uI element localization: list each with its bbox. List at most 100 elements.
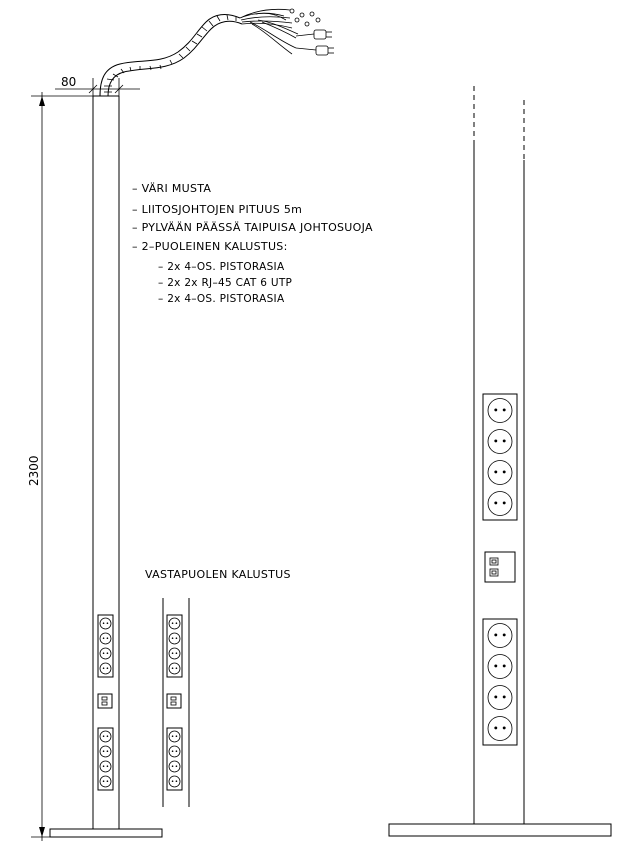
left-socket-block-lower [97,727,114,791]
socket-pin [102,750,105,753]
socket-icon [168,632,181,645]
socket-pin [502,501,506,505]
opposite-side-pole [162,598,190,807]
right-base-plate [388,823,612,837]
cable-ends [289,8,334,56]
socket-pin [106,780,109,783]
note-two-sided: – 2–PUOLEINEN KALUSTUS: [132,240,288,253]
socket-pin [171,750,174,753]
socket-pin [171,765,174,768]
socket-pin [106,637,109,640]
socket-pin [502,633,506,637]
socket-icon [168,662,181,675]
socket-pin [502,726,506,730]
socket-icon [168,775,181,788]
note-cable-length: – LIITOSJOHTOJEN PITUUS 5m [132,203,302,216]
socket-pin [175,652,178,655]
width-dimension-label: 80 [61,75,76,89]
left-base-plate [49,828,163,838]
flexible-cable-protector [99,8,299,97]
socket-pin [494,664,498,668]
socket-icon [168,745,181,758]
socket-pin [502,408,506,412]
socket-pin [171,622,174,625]
socket-pin [102,667,105,670]
socket-pin [494,633,498,637]
right-socket-block-lower [482,618,518,746]
note-color: – VÄRI MUSTA [132,182,211,195]
sub-note-sockets-1: – 2x 4–OS. PISTORASIA [158,261,285,273]
socket-pin [102,735,105,738]
socket-pin [102,765,105,768]
socket-icon [487,398,513,423]
socket-icon [487,685,513,710]
socket-pin [102,637,105,640]
socket-pin [494,439,498,443]
socket-icon [99,775,112,788]
opposite-socket-block-upper [166,614,183,678]
socket-pin [494,501,498,505]
socket-icon [99,647,112,660]
sub-note-rj45: – 2x 2x RJ–45 CAT 6 UTP [158,277,292,289]
socket-pin [171,652,174,655]
socket-pin [171,735,174,738]
socket-pin [175,637,178,640]
socket-pin [494,408,498,412]
left-pole [92,95,120,829]
height-dimension: 2300 [27,92,93,841]
left-socket-block-upper [97,614,114,678]
socket-icon [487,654,513,679]
spec-notes: – VÄRI MUSTA – LIITOSJOHTOJEN PITUUS 5m … [132,182,373,305]
socket-pin [494,470,498,474]
socket-pin [102,780,105,783]
socket-icon [168,760,181,773]
socket-icon [99,745,112,758]
socket-pin [175,667,178,670]
socket-pin [502,470,506,474]
sub-note-sockets-2: – 2x 4–OS. PISTORASIA [158,293,285,305]
socket-pin [106,652,109,655]
socket-pin [175,765,178,768]
plug-icon [295,45,334,56]
socket-icon [487,491,513,516]
socket-icon [487,716,513,741]
opposite-side-label: VASTAPUOLEN KALUSTUS [145,568,291,581]
note-cable-protector: – PYLVÄÄN PÄÄSSÄ TAIPUISA JOHTOSUOJA [132,221,373,234]
socket-pin [106,735,109,738]
socket-pin [175,780,178,783]
socket-pin [171,780,174,783]
socket-pin [175,750,178,753]
socket-icon [487,623,513,648]
socket-pin [502,439,506,443]
socket-pin [175,622,178,625]
socket-pin [106,667,109,670]
socket-pin [494,695,498,699]
plug-icon [295,29,332,40]
socket-pin [502,695,506,699]
socket-icon [99,662,112,675]
right-rj45-block [484,551,516,583]
opposite-rj45-block [166,693,182,709]
socket-pin [494,726,498,730]
socket-icon [487,429,513,454]
socket-pin [106,765,109,768]
socket-pin [102,622,105,625]
socket-icon [99,617,112,630]
socket-pin [171,667,174,670]
socket-icon [99,760,112,773]
socket-pin [106,750,109,753]
left-rj45-block [97,693,113,709]
socket-pin [171,637,174,640]
opposite-socket-block-lower [166,727,183,791]
right-socket-block-upper [482,393,518,521]
socket-pin [175,735,178,738]
socket-icon [487,460,513,485]
socket-icon [168,617,181,630]
socket-pin [102,652,105,655]
socket-pin [502,664,506,668]
socket-icon [168,647,181,660]
height-dimension-label: 2300 [27,455,41,486]
right-pole [473,86,525,824]
width-dimension: 80 [55,75,140,96]
